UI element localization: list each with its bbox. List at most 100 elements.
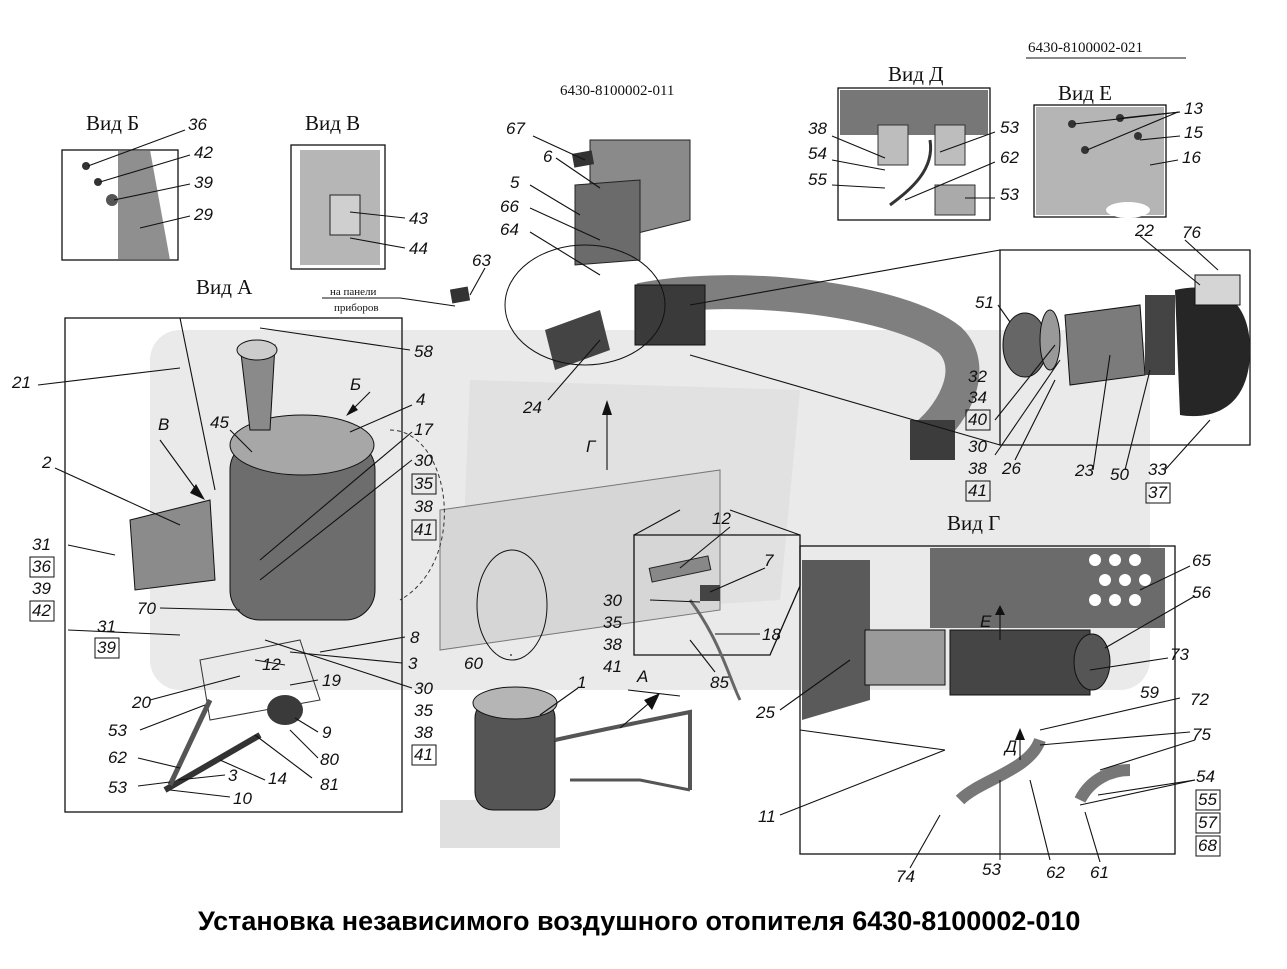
callout-62-d: 62 [1000,148,1019,167]
callout-38-c: 38 [603,635,622,654]
callout-7: 7 [764,551,774,570]
callout-75: 75 [1192,725,1211,744]
arrow-g-label: Г [586,437,597,456]
view-v-frame [290,144,386,270]
callout-19: 19 [322,671,341,690]
callout-73: 73 [1170,645,1189,664]
callout-30-r: 30 [968,437,987,456]
callout-29: 29 [193,205,213,224]
callout-41-r: 41 [968,481,987,500]
callout-35-a: 35 [414,474,433,493]
callout-31-b: 31 [97,617,116,636]
callout-62-a: 62 [108,748,127,767]
callout-55-d: 55 [808,170,827,189]
callout-30-b: 30 [414,679,433,698]
view-g-title: Вид Г [947,511,1000,535]
callout-43: 43 [409,209,428,228]
callout-42: 42 [194,143,213,162]
callout-65: 65 [1192,551,1211,570]
right-detail-frame [999,249,1251,446]
callout-38-a: 38 [414,497,433,516]
middle-detail-panel: 12 7 30 35 38 41 18 85 [603,509,801,701]
callout-40: 40 [968,410,987,429]
callout-14: 14 [268,769,287,788]
callout-41-a: 41 [414,520,433,539]
callout-54-g: 54 [1196,767,1215,786]
note-line2: приборов [334,302,379,314]
callout-12-b: 12 [712,509,731,528]
callout-57-g: 57 [1198,813,1217,832]
lower-heater: 1 А [440,667,692,848]
callout-23: 23 [1074,461,1094,480]
callout-32: 32 [968,367,987,386]
callout-53-g: 53 [982,860,1001,879]
view-a-frame [64,317,403,813]
view-a-panel: Вид А В Б [11,275,445,813]
callout-51: 51 [975,293,994,312]
view-d-panel: Вид Д 38 54 55 53 62 53 [808,62,1019,221]
callout-58: 58 [414,342,433,361]
view-b-panel: Вид Б 36 42 39 29 [61,111,213,261]
view-d-title: Вид Д [888,62,944,86]
callout-53-a: 53 [108,721,127,740]
callout-12-a: 12 [262,655,281,674]
callout-6: 6 [543,147,553,166]
callout-39: 39 [194,173,213,192]
callout-42-a: 42 [32,601,51,620]
callout-33: 33 [1148,460,1167,479]
callout-21: 21 [11,373,31,392]
callout-68-g: 68 [1198,836,1217,855]
callout-76: 76 [1182,223,1201,242]
callout-60: 60 [464,654,483,673]
callout-9: 9 [322,723,332,742]
callout-70: 70 [137,599,156,618]
callout-50: 50 [1110,465,1129,484]
callout-41-b: 41 [414,745,433,764]
arrow-e-label: Е [980,612,992,631]
callout-35-c: 35 [603,613,622,632]
callout-22: 22 [1134,221,1154,240]
callout-66: 66 [500,197,519,216]
callout-8: 8 [410,628,420,647]
callout-35-b: 35 [414,701,433,720]
view-d-frame [837,87,991,221]
right-detail-panel: 22 76 51 32 34 40 30 38 41 26 23 50 33 3… [689,221,1251,504]
callout-39-a: 39 [32,579,51,598]
drawing-title: Установка независимого воздушного отопит… [198,906,1080,936]
callout-53-d1: 53 [1000,118,1019,137]
callout-20: 20 [131,693,151,712]
callout-36: 36 [188,115,207,134]
view-g-panel: Вид Г Е Д 65 56 [755,511,1221,886]
callout-31-a: 31 [32,535,51,554]
view-a-title: Вид А [196,275,253,299]
callout-80: 80 [320,750,339,769]
callout-4: 4 [416,390,425,409]
callout-54-d: 54 [808,144,827,163]
callout-25: 25 [755,703,775,722]
callout-61: 61 [1090,863,1109,882]
view-v-title: Вид В [305,111,360,135]
callout-59: 59 [1140,683,1159,702]
callout-36-a: 36 [32,557,51,576]
callout-30-c: 30 [603,591,622,610]
main-assembly: Г 67 6 5 66 64 63 24 60 на панели прибор… [322,119,980,673]
callout-53-b: 53 [108,778,127,797]
callout-24: 24 [522,398,542,417]
callout-62-g: 62 [1046,863,1065,882]
view-e-panel: Вид Е 13 15 16 [1033,81,1203,218]
callout-64: 64 [500,220,519,239]
callout-17: 17 [414,420,433,439]
callout-26: 26 [1001,459,1021,478]
callout-10: 10 [233,789,252,808]
callout-81: 81 [320,775,339,794]
callout-85: 85 [710,673,729,692]
callout-1: 1 [577,673,586,692]
callout-38-b: 38 [414,723,433,742]
arrow-b-label: Б [350,375,361,394]
callout-38-r: 38 [968,459,987,478]
arrow-v-label: В [158,415,169,434]
callout-67: 67 [506,119,525,138]
callout-74: 74 [896,867,915,886]
callout-34: 34 [968,388,987,407]
